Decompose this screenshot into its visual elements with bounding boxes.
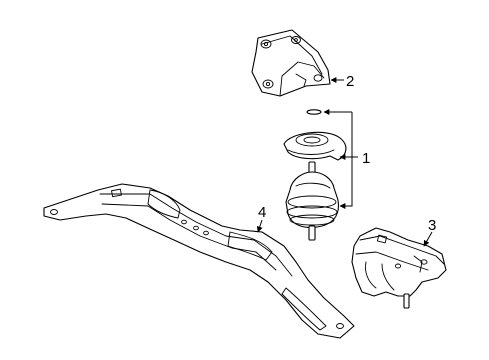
callout-4: 4 [258,204,266,221]
engine-mount-body [285,161,340,241]
engine-mount-part [283,131,347,161]
callout-3: 3 [428,217,436,234]
leader-4 [256,219,263,233]
leader-3 [423,231,433,247]
mount-bracket-part [251,29,331,97]
callout-1: 1 [362,150,370,167]
crossmember-part [43,183,355,339]
leader-1-body [339,112,353,209]
leader-lines [256,77,433,247]
pin-part [306,109,322,115]
transmission-mount-part [351,227,447,309]
callout-2: 2 [346,73,354,90]
